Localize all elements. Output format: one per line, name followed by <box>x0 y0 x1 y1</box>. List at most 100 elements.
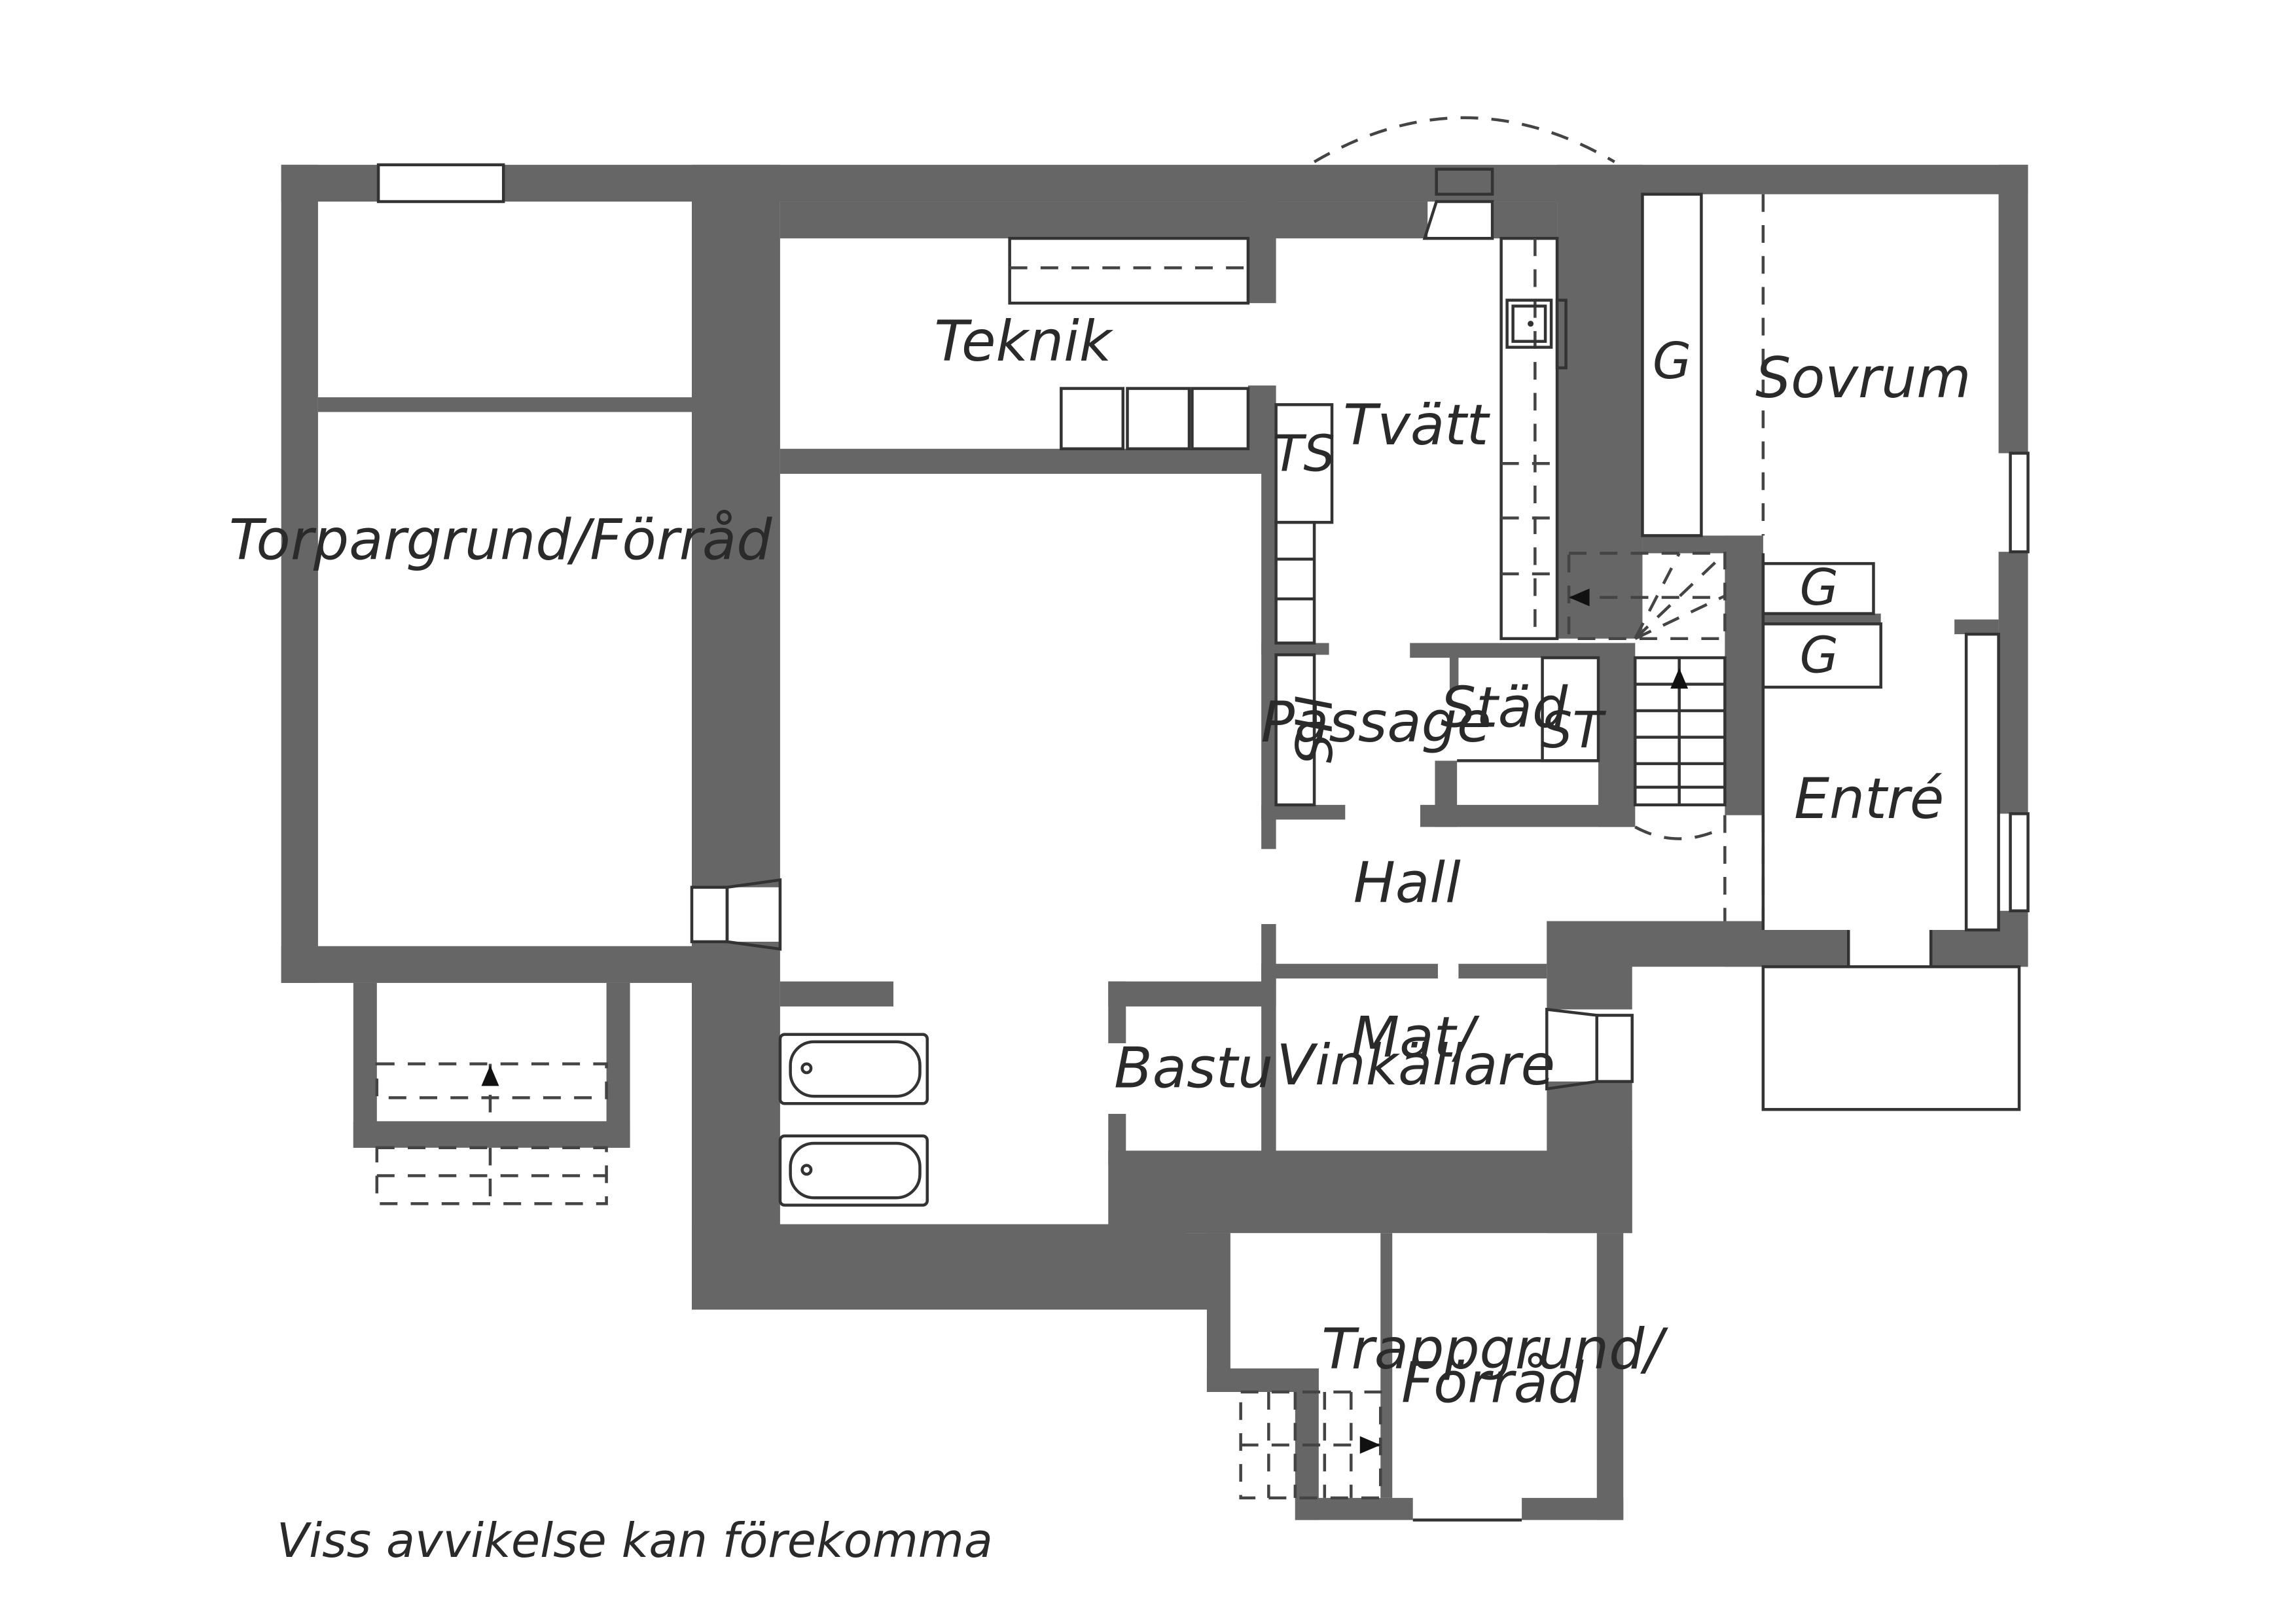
entre-cabinet <box>1964 632 2000 932</box>
stair-above-line <box>1634 594 1726 640</box>
wardrobe-label-g: G <box>1800 559 1839 617</box>
room-label-entre: Entré <box>1794 767 1944 832</box>
drain <box>800 1062 813 1075</box>
opening <box>376 163 505 204</box>
bathtub-inner <box>789 1040 922 1098</box>
wall <box>1557 164 1643 639</box>
wall <box>691 1166 1229 1310</box>
wall <box>1261 643 1329 655</box>
wall <box>1108 981 1126 1044</box>
wall <box>1261 473 1276 849</box>
tap <box>1555 298 1568 370</box>
window <box>690 885 729 944</box>
appliance <box>1191 387 1250 451</box>
wall <box>1931 929 2028 967</box>
wall <box>1247 385 1276 474</box>
room-label-mat-line1: Mat/ <box>1352 1005 1480 1070</box>
counter <box>1499 236 1559 641</box>
bathtub <box>778 1033 929 1105</box>
right-arrow-icon <box>1359 1436 1381 1454</box>
door-swing-arc <box>1313 116 1615 164</box>
room-label-trappgrund-line2: Förråd <box>1401 1351 1584 1416</box>
wall <box>1108 981 1276 1007</box>
porch <box>1761 965 2021 1111</box>
stair-above-line <box>1634 552 1726 640</box>
wall <box>606 982 630 1148</box>
wall <box>1547 921 1632 1010</box>
appliance <box>1060 387 1125 451</box>
wall <box>1410 643 1636 658</box>
room-label-sovrum: Sovrum <box>1755 346 1971 411</box>
disclaimer-note: Viss avvikelse kan förekomma <box>277 1513 993 1568</box>
window <box>1595 1014 1634 1083</box>
vent <box>1435 168 1494 196</box>
wall <box>353 982 377 1148</box>
wardrobe <box>1641 192 1703 537</box>
room-label-trappgrund-line1: Trappgrund/ <box>1321 1317 1668 1382</box>
window-niche <box>725 878 782 951</box>
wall <box>1206 1233 1230 1392</box>
wall <box>1435 760 1458 827</box>
wall <box>1954 619 1999 635</box>
bathtub <box>778 1134 929 1207</box>
wall <box>780 448 1276 474</box>
window-niche <box>1545 1007 1599 1091</box>
drain <box>1528 321 1534 327</box>
up-arrow-icon <box>481 1065 499 1086</box>
room-label-st: ST <box>1541 702 1607 760</box>
wall <box>780 981 894 1007</box>
wall <box>1108 1150 1632 1234</box>
wardrobe-label-g: G <box>1800 627 1839 685</box>
stair-above-line <box>1634 552 1681 639</box>
room-label-torpargrund: Torpargrund/Förråd <box>229 508 772 573</box>
room-label-teknik: Teknik <box>934 310 1114 374</box>
wall <box>281 946 694 983</box>
wall <box>1998 552 2028 814</box>
drain <box>800 1164 813 1176</box>
wardrobe-label-g: G <box>1653 332 1691 391</box>
room-label-bastu: Bastu <box>1114 1037 1273 1101</box>
room-label-stad: Städ <box>1441 676 1568 741</box>
wall <box>1623 164 2028 194</box>
wall <box>317 397 692 412</box>
window <box>2009 812 2030 913</box>
left-arrow-icon <box>1569 588 1590 607</box>
wall <box>1494 202 1558 239</box>
sink-basin <box>1511 304 1547 343</box>
wall <box>1247 202 1276 304</box>
wall <box>1998 164 2028 454</box>
up-arrow-icon <box>1670 668 1689 689</box>
appliance <box>1126 387 1191 451</box>
room-label-hall: Hall <box>1354 851 1461 916</box>
room-label-ts: TS <box>1273 425 1335 483</box>
bench <box>1008 236 1250 305</box>
wall <box>1380 1233 1393 1498</box>
wall <box>1295 1497 1413 1520</box>
wall <box>1763 613 1881 624</box>
wall <box>281 164 318 983</box>
wall <box>1261 963 1438 979</box>
wall <box>1725 535 1763 815</box>
room-label-hs: HS <box>1283 695 1341 764</box>
window <box>2009 452 2030 554</box>
wall <box>1596 1233 1624 1520</box>
wall <box>1261 963 1276 1152</box>
room-label-passage: Passage <box>1261 690 1492 755</box>
wall <box>1449 643 1459 690</box>
wall <box>780 202 1428 239</box>
room-label-mat-line2: Vinkällare <box>1276 1033 1555 1098</box>
fixtures <box>375 116 2030 1522</box>
sink <box>1505 298 1553 349</box>
labels: Teknik Tvätt TS Torpargrund/Förråd Passa… <box>229 310 1971 1568</box>
bathtub-inner <box>789 1141 922 1200</box>
shelf <box>1274 520 1316 645</box>
door-swing-arc <box>1634 825 1726 840</box>
wall <box>353 1121 630 1148</box>
room-label-tvatt: Tvätt <box>1343 393 1491 458</box>
hs-cabinet <box>1274 653 1316 807</box>
wall <box>1598 643 1636 827</box>
vent-opening <box>1422 200 1494 240</box>
wall <box>691 164 780 887</box>
